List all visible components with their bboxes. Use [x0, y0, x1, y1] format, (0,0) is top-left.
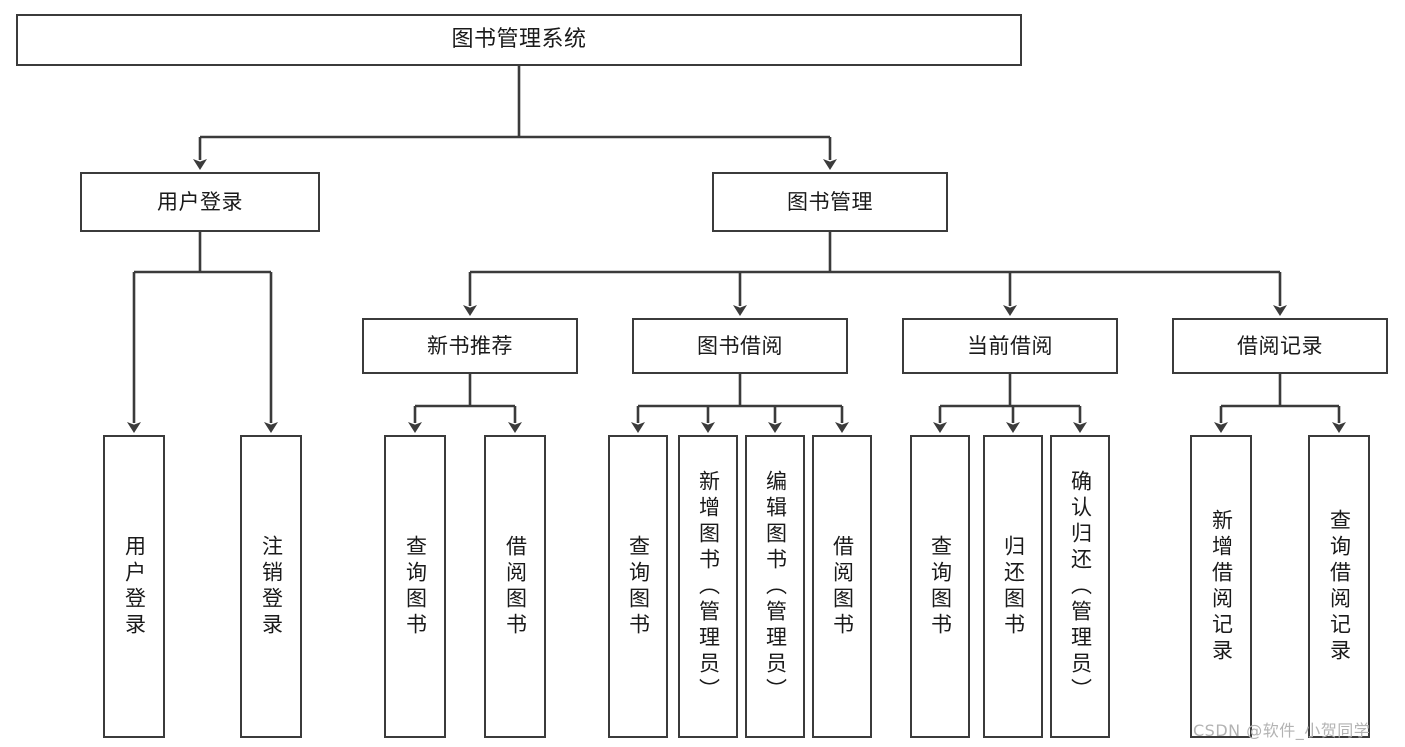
node-leaf-query-book-2-label: 查询图书 [626, 534, 651, 639]
node-leaf-query-borrow-record[interactable]: 查询借阅记录 [1308, 435, 1370, 738]
node-leaf-query-book-1[interactable]: 查询图书 [384, 435, 446, 738]
node-leaf-return-book[interactable]: 归还图书 [983, 435, 1043, 738]
node-leaf-borrow-book-2-label: 借阅图书 [830, 534, 855, 639]
node-borrow-record[interactable]: 借阅记录 [1172, 318, 1388, 374]
node-leaf-confirm-return-admin[interactable]: 确认归还（管理员） [1050, 435, 1110, 738]
node-leaf-query-borrow-record-label: 查询借阅记录 [1327, 508, 1352, 665]
node-leaf-query-book-3-label: 查询图书 [928, 534, 953, 639]
node-book-borrow[interactable]: 图书借阅 [632, 318, 848, 374]
node-current-borrow[interactable]: 当前借阅 [902, 318, 1118, 374]
node-leaf-query-book-1-label: 查询图书 [403, 534, 428, 639]
node-leaf-user-login[interactable]: 用户登录 [103, 435, 165, 738]
node-book-manage[interactable]: 图书管理 [712, 172, 948, 232]
node-book-manage-label: 图书管理 [787, 189, 873, 214]
node-leaf-edit-book-admin[interactable]: 编辑图书（管理员） [745, 435, 805, 738]
node-leaf-confirm-return-admin-label: 确认归还（管理员） [1068, 469, 1093, 704]
node-leaf-add-book-admin-label: 新增图书（管理员） [696, 469, 721, 704]
node-leaf-edit-book-admin-label: 编辑图书（管理员） [763, 469, 788, 704]
node-user-login-label: 用户登录 [157, 189, 243, 214]
node-leaf-add-borrow-record-label: 新增借阅记录 [1209, 508, 1234, 665]
node-user-login[interactable]: 用户登录 [80, 172, 320, 232]
node-leaf-add-book-admin[interactable]: 新增图书（管理员） [678, 435, 738, 738]
node-current-borrow-label: 当前借阅 [967, 333, 1053, 358]
node-borrow-record-label: 借阅记录 [1237, 333, 1323, 358]
node-leaf-user-login-label: 用户登录 [122, 534, 147, 639]
node-leaf-borrow-book-2[interactable]: 借阅图书 [812, 435, 872, 738]
node-leaf-add-borrow-record[interactable]: 新增借阅记录 [1190, 435, 1252, 738]
node-leaf-return-book-label: 归还图书 [1001, 534, 1026, 639]
csdn-watermark: CSDN @软件_小贺同学 [1193, 721, 1371, 740]
node-new-book-recommend-label: 新书推荐 [427, 333, 513, 358]
node-new-book-recommend[interactable]: 新书推荐 [362, 318, 578, 374]
node-leaf-borrow-book-1[interactable]: 借阅图书 [484, 435, 546, 738]
node-leaf-query-book-3[interactable]: 查询图书 [910, 435, 970, 738]
node-leaf-logout-login-label: 注销登录 [259, 534, 284, 639]
node-root[interactable]: 图书管理系统 [16, 14, 1022, 66]
node-root-label: 图书管理系统 [451, 27, 587, 53]
node-book-borrow-label: 图书借阅 [697, 333, 783, 358]
node-leaf-query-book-2[interactable]: 查询图书 [608, 435, 668, 738]
node-leaf-borrow-book-1-label: 借阅图书 [503, 534, 528, 639]
node-leaf-logout-login[interactable]: 注销登录 [240, 435, 302, 738]
